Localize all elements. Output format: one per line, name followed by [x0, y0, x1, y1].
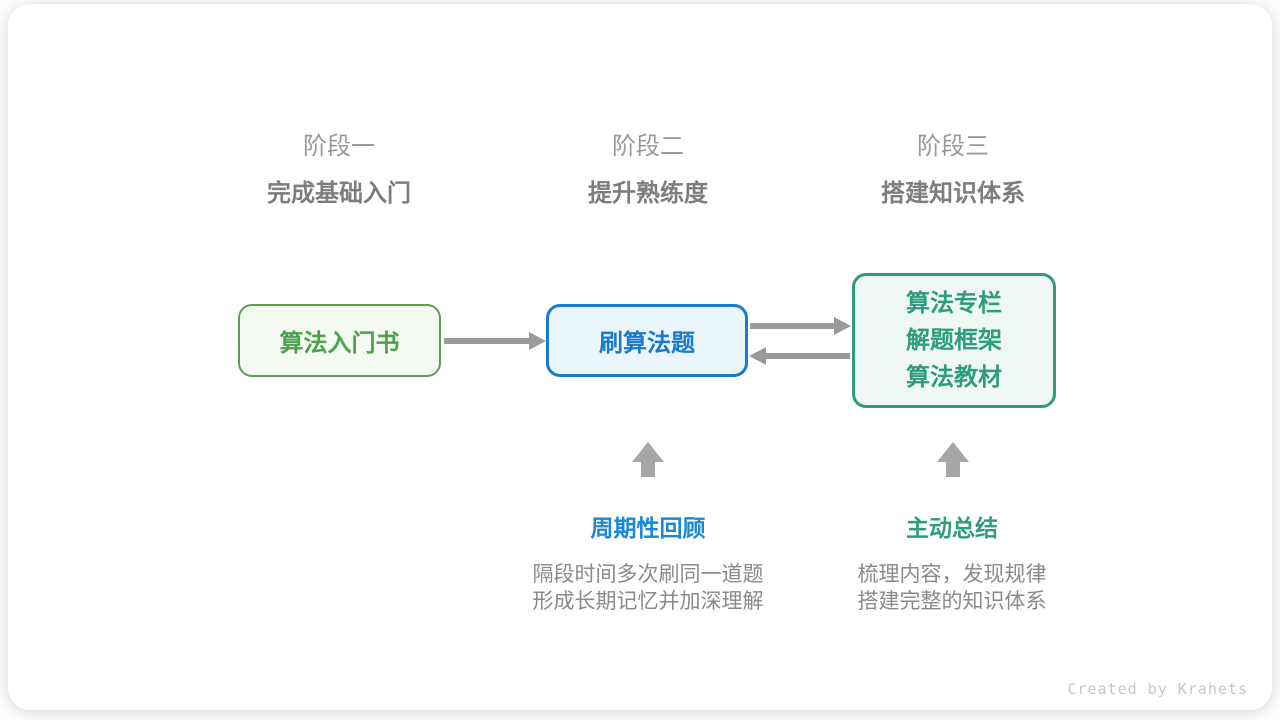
- arrow-2-right-shaft: [750, 323, 835, 329]
- annotation-active-summary-line-1: 梳理内容，发现规律: [857, 563, 1047, 586]
- credit-watermark: Created by Krahets: [1067, 680, 1248, 698]
- stage-1-title: 完成基础入门: [267, 180, 411, 207]
- up-arrow-summary-icon: [937, 442, 969, 462]
- annotation-active-summary-line-2: 搭建完整的知识体系: [857, 590, 1047, 613]
- annotation-periodic-review-line-2: 形成长期记忆并加深理解: [532, 590, 764, 613]
- node-resource-line-3: 算法教材: [906, 364, 1002, 391]
- node-practice-problems: 刷算法题: [546, 304, 748, 377]
- stage-3-header: 阶段三 搭建知识体系: [803, 134, 1103, 207]
- stage-3-title: 搭建知识体系: [881, 180, 1025, 207]
- annotation-periodic-review-title: 周期性回顾: [590, 515, 706, 541]
- stage-1-label: 阶段一: [303, 133, 375, 160]
- diagram-card: 阶段一 完成基础入门 阶段二 提升熟练度 阶段三 搭建知识体系 算法入门书 刷算…: [8, 4, 1272, 710]
- arrow-3-left-icon: [749, 347, 766, 365]
- arrow-3-left-shaft: [765, 353, 850, 359]
- arrow-2-right-icon: [834, 317, 851, 335]
- annotation-periodic-review: 周期性回顾 隔段时间多次刷同一道题 形成长期记忆并加深理解: [498, 515, 798, 615]
- annotation-periodic-review-line-1: 隔段时间多次刷同一道题: [532, 563, 764, 586]
- node-knowledge-resources: 算法专栏 解题框架 算法教材: [852, 273, 1056, 408]
- arrow-1-right-shaft: [444, 338, 530, 344]
- up-arrow-review-stem: [641, 461, 655, 477]
- node-resource-line-2: 解题框架: [906, 327, 1002, 354]
- annotation-active-summary: 主动总结 梳理内容，发现规律 搭建完整的知识体系: [802, 515, 1102, 615]
- stage-2-title: 提升熟练度: [588, 180, 708, 207]
- stage-3-label: 阶段三: [917, 133, 989, 160]
- up-arrow-review-icon: [632, 442, 664, 462]
- stage-2-label: 阶段二: [612, 133, 684, 160]
- node-intro-book: 算法入门书: [238, 304, 441, 377]
- annotation-active-summary-desc: 梳理内容，发现规律 搭建完整的知识体系: [802, 561, 1102, 615]
- node-resource-line-1: 算法专栏: [906, 290, 1002, 317]
- stage-2-header: 阶段二 提升熟练度: [498, 134, 798, 207]
- annotation-active-summary-title: 主动总结: [906, 515, 998, 541]
- node-practice-problems-label: 刷算法题: [599, 330, 695, 357]
- up-arrow-summary-stem: [946, 461, 960, 477]
- stage-1-header: 阶段一 完成基础入门: [189, 134, 489, 207]
- node-intro-book-label: 算法入门书: [279, 330, 400, 357]
- annotation-periodic-review-desc: 隔段时间多次刷同一道题 形成长期记忆并加深理解: [498, 561, 798, 615]
- arrow-1-right-icon: [529, 332, 546, 350]
